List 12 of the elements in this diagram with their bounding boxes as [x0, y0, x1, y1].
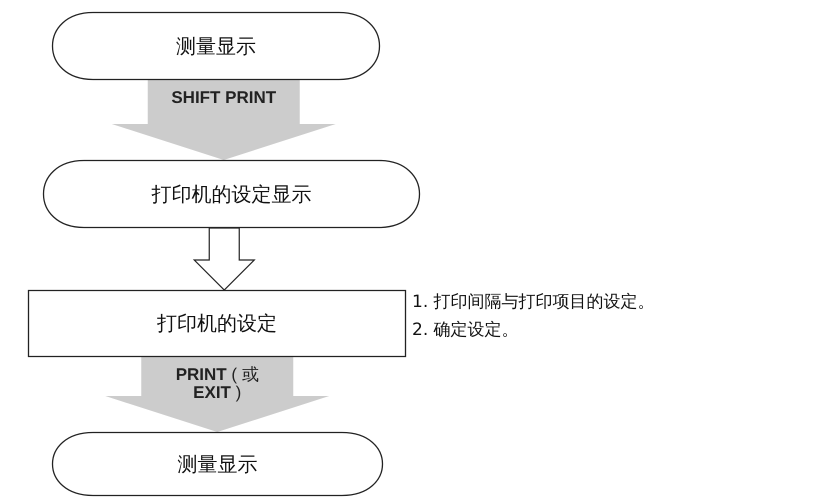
node-label: 打印机的设定显示	[152, 180, 312, 208]
node-label: 测量显示	[178, 450, 258, 478]
block-arrow	[192, 227, 256, 291]
note-text: 2. 确定设定。	[412, 319, 519, 341]
process-box	[28, 290, 406, 357]
node-label: 打印机的设定	[157, 310, 277, 337]
edge-label: PRINT ( 或 EXIT )	[174, 366, 260, 402]
node-label: 测量显示	[176, 32, 256, 60]
edge-label: SHIFT PRINT	[170, 89, 278, 107]
block-arrow	[105, 357, 330, 432]
block-arrow	[112, 80, 336, 160]
note-text: 1. 打印间隔与打印项目的设定。	[412, 291, 655, 313]
